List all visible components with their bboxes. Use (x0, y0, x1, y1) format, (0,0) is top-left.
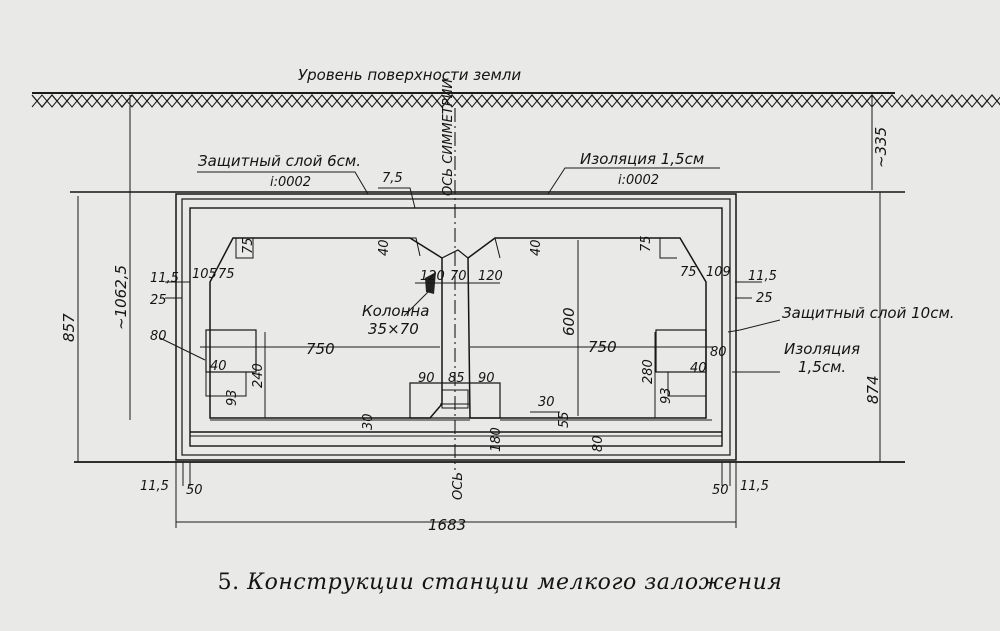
dim-75-left-2: 75 (218, 267, 235, 282)
ground-surface (31, 92, 1000, 109)
dim-40-left: 40 (210, 359, 227, 374)
dim-40-left-top: 40 (377, 239, 392, 256)
dim-280: 280 (641, 359, 656, 384)
dim-11-5-bottom-right: 11,5 (740, 479, 769, 494)
dim-85: 85 (448, 371, 465, 386)
dim-25-left: 25 (150, 293, 167, 308)
dim-11-5-left: 11,5 (150, 271, 179, 286)
column-label: Колонна (362, 302, 429, 320)
dim-93-left: 93 (225, 389, 240, 406)
dim-50-right: 50 (712, 483, 729, 498)
dim-11-5-right: 11,5 (748, 269, 777, 284)
dim-750-right: 750 (588, 338, 617, 356)
dim-600: 600 (560, 307, 578, 336)
dim-11-5-bottom-left: 11,5 (140, 479, 169, 494)
dim-40-right: 40 (690, 361, 707, 376)
dim-75-left-corner: 75 (241, 237, 256, 254)
axis-bottom-label: ОСЬ (451, 472, 466, 500)
dim-750-left: 750 (306, 340, 335, 358)
dim-30-right: 30 (538, 395, 555, 410)
dim-120-left: 120 (420, 269, 445, 284)
dim-105: 105 (192, 267, 217, 282)
dim-7-5-top: 7,5 (382, 171, 403, 186)
symmetry-axis-label: ОСЬ СИММЕТРИИ (441, 79, 456, 196)
caption-number: 5. (217, 570, 240, 595)
dim-80-left: 80 (150, 329, 167, 344)
dim-1683: 1683 (428, 516, 466, 534)
dim-25-right: 25 (756, 291, 773, 306)
ground-level-label: Уровень поверхности земли (298, 66, 521, 84)
dim-90-left: 90 (418, 371, 435, 386)
dim-93-right: 93 (659, 387, 674, 404)
insulation-top-label: Изоляция 1,5см (580, 150, 704, 168)
dimension-lines (77, 95, 881, 528)
station-structure (70, 191, 905, 463)
protective-layer-top-label: Защитный слой 6см. (198, 152, 361, 170)
dim-857: 857 (60, 313, 78, 342)
column-size-label: 35×70 (368, 320, 419, 338)
dim-55: 55 (557, 411, 572, 428)
dim-75-right-corner: 75 (639, 235, 654, 252)
dim-109: 109 (706, 265, 731, 280)
dim-90-right: 90 (478, 371, 495, 386)
dim-40-right-top: 40 (529, 239, 544, 256)
dim-30-left: 30 (361, 413, 376, 430)
dim-50-left: 50 (186, 483, 203, 498)
slope-left-label: i:0002 (270, 175, 311, 190)
insulation-side-label: Изоляция (784, 340, 860, 358)
dim-70: 70 (450, 269, 467, 284)
dim-75-right-2: 75 (680, 265, 697, 280)
slope-right-label: i:0002 (618, 173, 659, 188)
dim-874: 874 (864, 375, 882, 404)
dim-335: ~335 (872, 127, 890, 168)
insulation-side-thickness: 1,5см. (798, 358, 846, 376)
dim-80-right: 80 (710, 345, 727, 360)
caption-text: Конструкции станции мелкого заложения (247, 570, 783, 595)
dim-180: 180 (489, 427, 504, 452)
figure-caption: 5. Конструкции станции мелкого заложения (0, 570, 1000, 595)
dim-240: 240 (251, 363, 266, 388)
dim-120-right: 120 (478, 269, 503, 284)
protective-layer-side-label: Защитный слой 10см. (782, 304, 955, 322)
dim-80-bottom: 80 (591, 435, 606, 452)
dim-1062-5: ~1062,5 (112, 265, 130, 330)
